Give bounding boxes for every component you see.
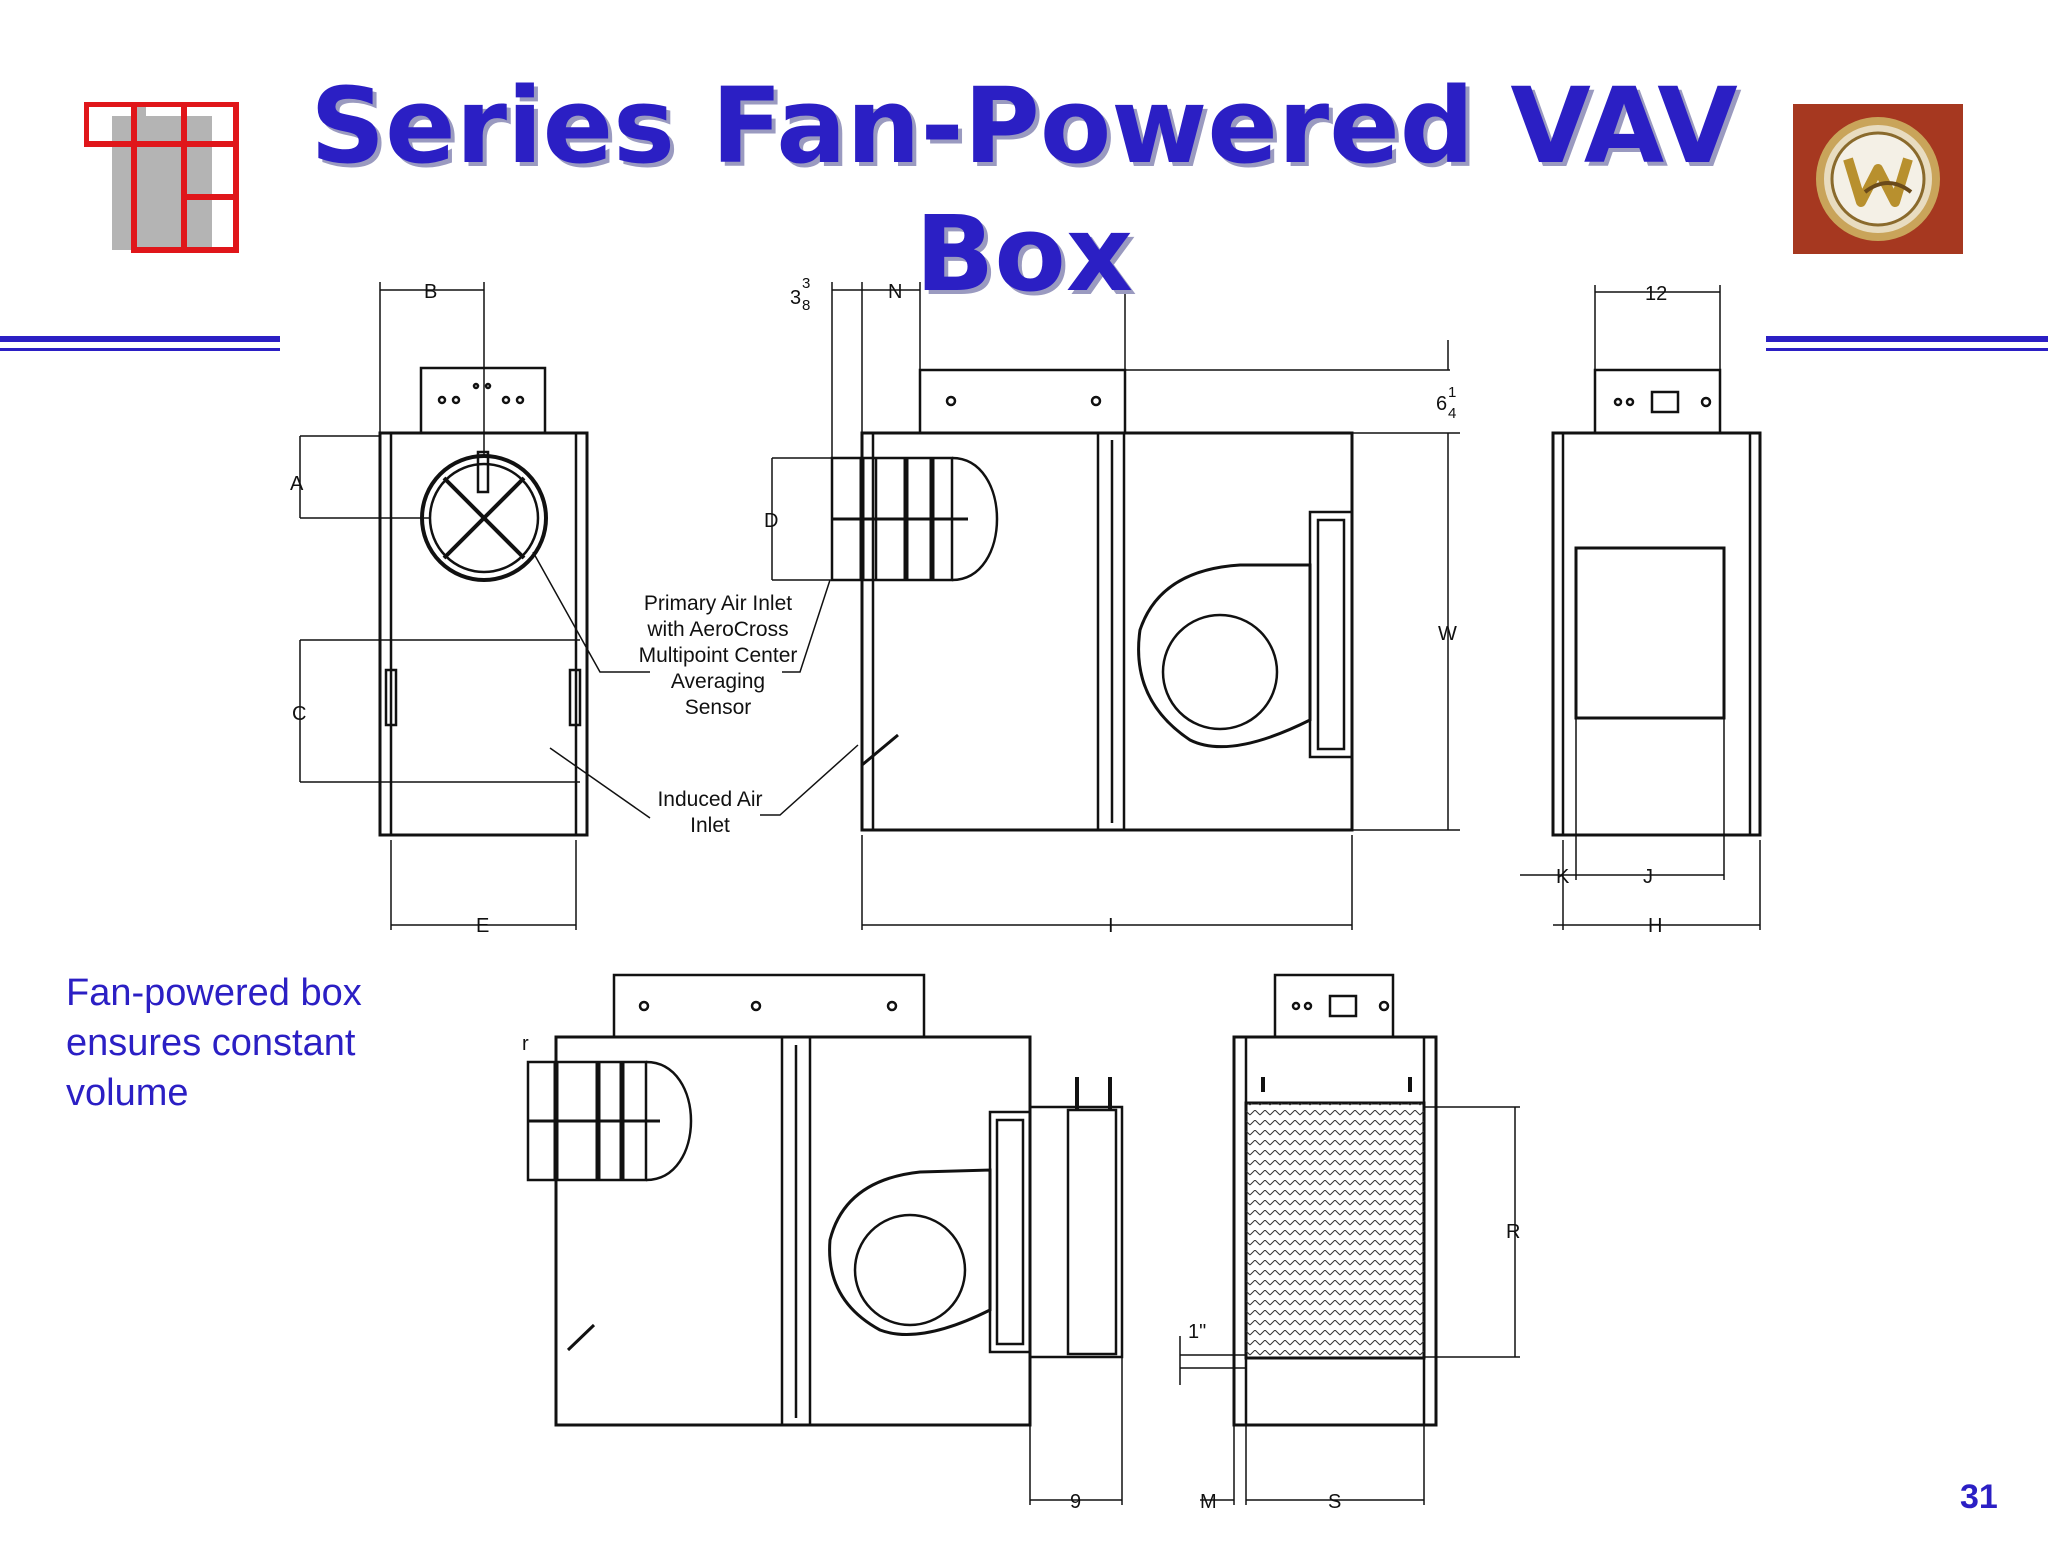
dimension-labels: B A C E N 3 3 8 D 6 1 4 W I 12 K J H R 1…	[290, 275, 1667, 1513]
dim-6-1-den: 4	[1448, 405, 1456, 422]
dim-h: H	[1648, 915, 1662, 937]
side-view	[760, 282, 1460, 930]
slide-title: Series Fan-Powered VAV Box	[0, 62, 2048, 318]
callout-line: Primary Air Inlet	[644, 592, 792, 615]
callout-line: Sensor	[685, 696, 752, 719]
dim-6: 6	[1436, 393, 1447, 415]
dim-6-1-num: 1	[1448, 384, 1456, 401]
left-rule-top	[0, 336, 280, 342]
dim-a: A	[290, 473, 304, 495]
dim-12: 12	[1645, 283, 1667, 305]
right-rule-top	[1766, 336, 2048, 342]
dim-1-inch: 1"	[1188, 1321, 1206, 1343]
left-rule-bottom	[0, 348, 280, 351]
slide-caption: Fan-powered box ensures constant volume	[66, 968, 446, 1118]
dim-e: E	[476, 915, 489, 937]
discharge-end-view	[1520, 285, 1762, 930]
dim-s: S	[1328, 1491, 1341, 1513]
side-view-with-filter	[526, 973, 1124, 1505]
caption-line: ensures constant	[66, 1022, 356, 1064]
dim-b: B	[424, 281, 437, 303]
dim-m: M	[1200, 1491, 1217, 1513]
callout-line: Averaging	[671, 670, 765, 693]
caption-line: Fan-powered box	[66, 972, 362, 1014]
slide-title-line-1: Series Fan-Powered VAV	[310, 65, 1738, 187]
right-rule-bottom	[1766, 348, 2048, 351]
caption-line: volume	[66, 1072, 189, 1114]
dim-j: J	[1643, 866, 1653, 888]
manufacturer-badge	[1793, 104, 1963, 254]
callout-induced-air-inlet: Induced Air Inlet	[657, 788, 762, 837]
dim-r-lower: r	[522, 1033, 529, 1055]
dim-n: N	[888, 281, 902, 303]
inlet-end-view	[299, 282, 651, 930]
dim-d: D	[764, 510, 778, 532]
callout-line: Inlet	[690, 814, 730, 837]
dim-i: I	[1108, 915, 1114, 937]
dim-w: W	[1438, 623, 1457, 645]
callout-line: Multipoint Center	[639, 644, 798, 667]
callout-primary-air-inlet: Primary Air Inlet with AeroCross Multipo…	[639, 592, 798, 719]
callout-line: Induced Air	[657, 788, 762, 811]
dim-c: C	[292, 703, 306, 725]
callout-line: with AeroCross	[646, 618, 788, 641]
slide-title-line-2: Box	[915, 193, 1133, 315]
dim-3-8-den: 8	[802, 297, 810, 314]
dim-3: 3	[790, 287, 801, 309]
dim-k: K	[1556, 866, 1570, 888]
filter-end-view	[1179, 973, 1520, 1505]
dim-r: R	[1506, 1221, 1520, 1243]
page-number: 31	[1960, 1478, 1998, 1516]
dim-9: 9	[1070, 1491, 1081, 1513]
company-logo	[83, 101, 240, 254]
dim-3-8-num: 3	[802, 275, 810, 292]
